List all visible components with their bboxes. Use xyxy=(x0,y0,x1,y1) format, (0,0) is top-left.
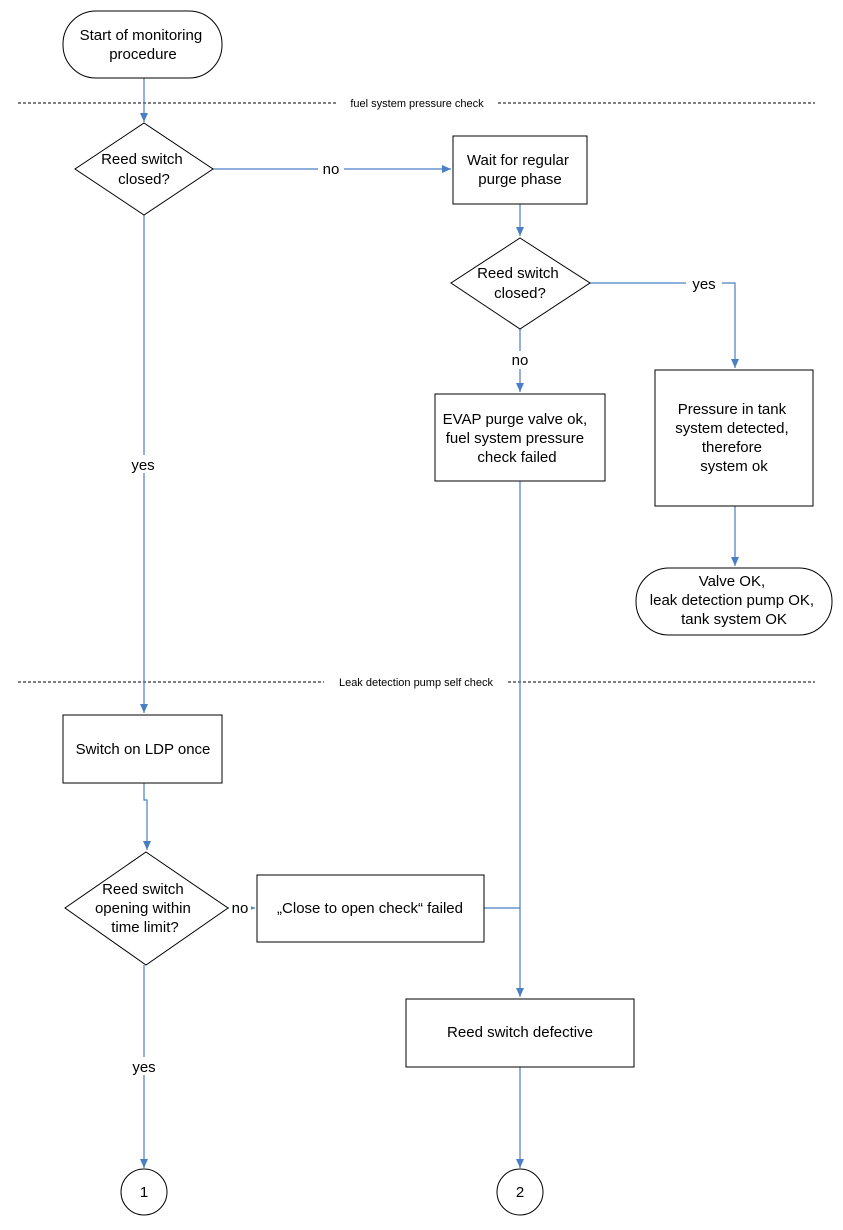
section-divider-fuel-check: fuel system pressure check xyxy=(18,96,815,110)
node-start: Start of monitoring procedure xyxy=(62,10,223,79)
process-pressure-text: Pressure in tank system detected, theref… xyxy=(675,401,793,475)
section-label-fuel-check: fuel system pressure check xyxy=(350,98,484,110)
edge-label-reed1-yes: yes xyxy=(131,457,154,474)
edge-label-reed3-no: no xyxy=(232,900,249,917)
node-start-text: Start of monitoring procedure xyxy=(80,27,207,63)
connector-1-text: 1 xyxy=(140,1184,148,1201)
terminal-valve-ok: Valve OK, leak detection pump OK, tank s… xyxy=(635,567,833,636)
decision-reed-switch-closed-2: Reed switch closed? xyxy=(450,237,591,330)
decision-reed-switch-closed-1: Reed switch closed? xyxy=(74,122,214,216)
process-switch-on-ldp: Switch on LDP once xyxy=(62,714,223,784)
connector-2: 2 xyxy=(496,1168,544,1216)
process-close-to-open-failed: „Close to open check“ failed xyxy=(256,874,485,943)
edge-label-reed1-no: no xyxy=(323,161,340,178)
edge-switchon-to-reed3 xyxy=(143,783,151,850)
process-switch-on-ldp-text: Switch on LDP once xyxy=(76,741,211,758)
process-wait-text: Wait for regular purge phase xyxy=(467,152,573,188)
connector-2-text: 2 xyxy=(516,1184,524,1201)
section-label-ldp-check: Leak detection pump self check xyxy=(339,677,494,689)
decision-reed2-text: Reed switch closed? xyxy=(477,265,563,302)
decision-reed-switch-opening: Reed switch opening within time limit? xyxy=(64,851,229,966)
process-pressure-detected: Pressure in tank system detected, theref… xyxy=(654,369,814,507)
edge-labels: no yes yes no no yes xyxy=(124,160,722,1076)
edge-label-reed2-yes: yes xyxy=(692,276,715,293)
terminal-valve-ok-text: Valve OK, leak detection pump OK, tank s… xyxy=(650,573,818,628)
edge-label-reed2-no: no xyxy=(512,352,529,369)
connector-1: 1 xyxy=(120,1168,168,1216)
edge-reed2-to-pressure xyxy=(590,282,739,368)
process-close-to-open-text: „Close to open check“ failed xyxy=(277,900,463,917)
process-evap-text: EVAP purge valve ok, fuel system pressur… xyxy=(443,411,592,466)
process-evap-purge-valve: EVAP purge valve ok, fuel system pressur… xyxy=(434,393,606,482)
process-defective-text: Reed switch defective xyxy=(447,1024,593,1041)
decision-reed1-text: Reed switch closed? xyxy=(101,151,187,188)
section-divider-ldp-check: Leak detection pump self check xyxy=(18,675,815,689)
decision-reed3-text: Reed switch opening within time limit? xyxy=(95,881,195,936)
edge-label-reed3-yes: yes xyxy=(132,1059,155,1076)
process-wait-purge-phase: Wait for regular purge phase xyxy=(452,135,588,205)
process-reed-switch-defective: Reed switch defective xyxy=(405,998,635,1068)
